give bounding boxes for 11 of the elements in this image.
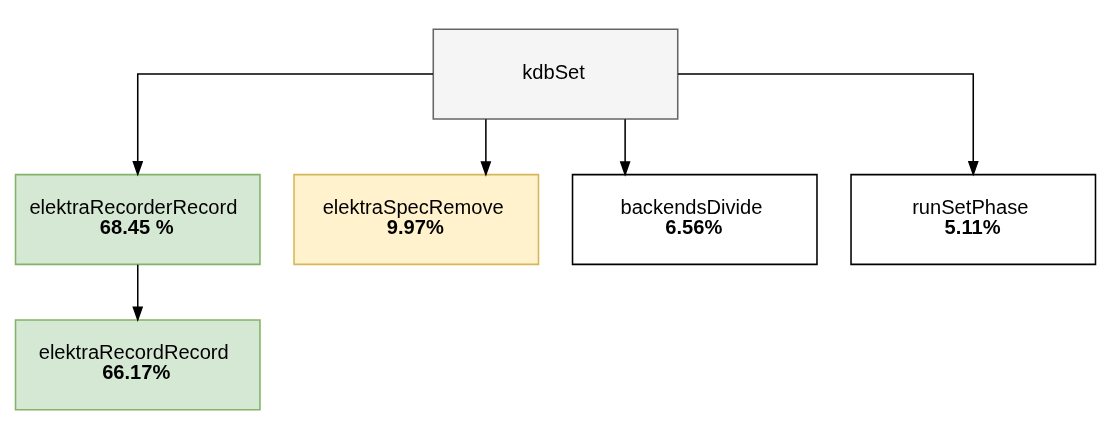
arrow bbox=[132, 263, 144, 323]
arrow bbox=[677, 73, 979, 177]
node-box: elektraSpecRemove 9.97% bbox=[293, 173, 540, 266]
node-box: runSetPhase 5.11% bbox=[850, 173, 1097, 266]
arrow bbox=[480, 118, 492, 177]
node-box: kdbSet bbox=[432, 28, 679, 120]
arrow bbox=[132, 73, 434, 177]
node-box: elektraRecordRecord 66.17% bbox=[14, 319, 261, 411]
arrow bbox=[619, 118, 631, 177]
node-box: elektraRecorderRecord 68.45 % bbox=[14, 173, 261, 266]
node-box: backendsDivide 6.56% bbox=[571, 173, 818, 266]
